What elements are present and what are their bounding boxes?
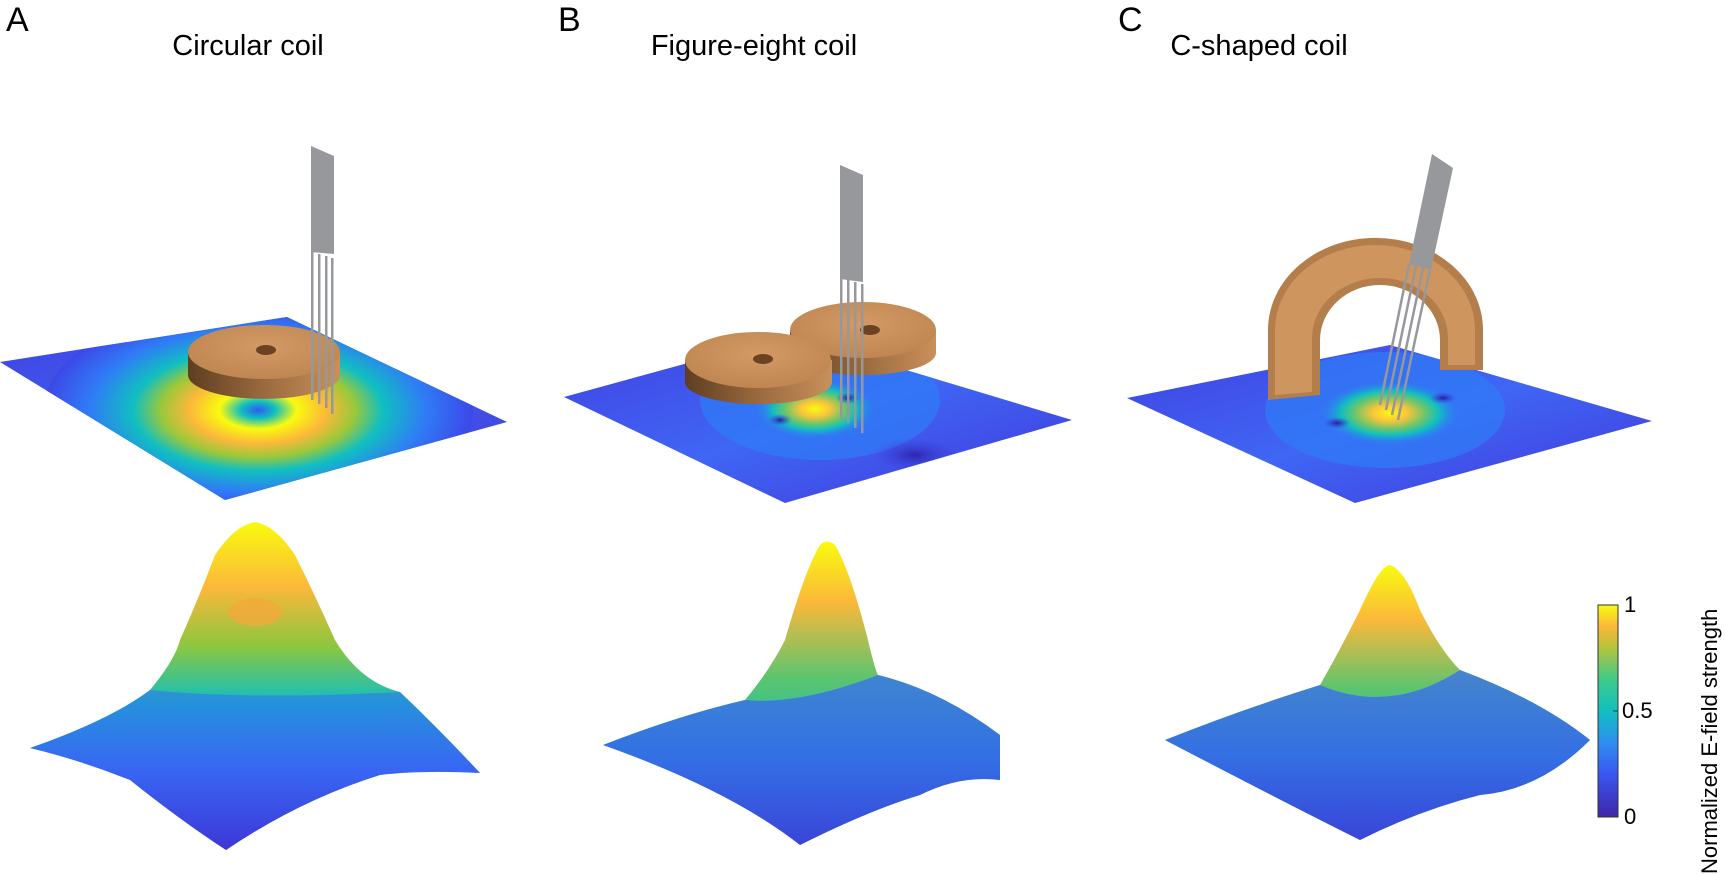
- panel-c-efield-surface: [1165, 565, 1590, 840]
- colorbar-label: Normalized E-field strength: [1697, 608, 1722, 874]
- panel-title-circular: Circular coil: [172, 30, 324, 62]
- panel-b-efield-surface: [603, 541, 1000, 845]
- panel-a-electrode-array: [311, 146, 334, 414]
- panel-letter-b: B: [558, 1, 581, 39]
- panel-b-electrode-array: [840, 165, 864, 433]
- colorbar-tick-min: 0: [1624, 804, 1637, 829]
- panel-letter-c: C: [1118, 1, 1143, 39]
- panel-a-efield-surface: [30, 522, 480, 850]
- panel-c-efield-plane: [1127, 345, 1652, 503]
- panel-letter-a: A: [6, 1, 29, 39]
- panel-title-figure-eight: Figure-eight coil: [650, 30, 858, 62]
- colorbar-tick-mid: 0.5: [1622, 698, 1653, 723]
- panel-c-electrode-array: [1378, 154, 1453, 421]
- colorbar-tick-max: 1: [1624, 592, 1637, 617]
- panel-a-circular-coil: [188, 325, 340, 399]
- colorbar: [1597, 604, 1619, 818]
- panel-title-c-shaped: C-shaped coil: [1170, 30, 1348, 62]
